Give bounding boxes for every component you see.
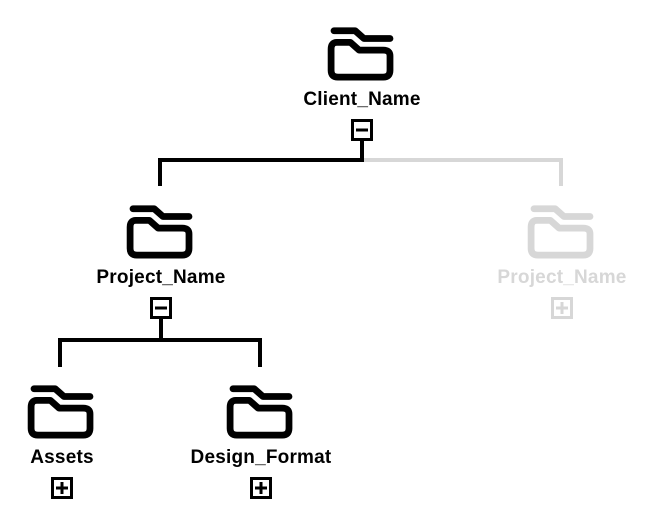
- connector-elbow-assets: [58, 338, 62, 367]
- collapse-minus-box-icon[interactable]: [150, 297, 172, 319]
- connector-rail-level2: [58, 338, 262, 342]
- connector-elbow-project-right-inactive: [559, 158, 563, 186]
- collapse-minus-box-icon[interactable]: [351, 119, 373, 141]
- tree-node-client-name: Client_Name: [277, 25, 447, 141]
- minus-glyph: [155, 306, 167, 310]
- expand-plus-box-icon[interactable]: [250, 477, 272, 499]
- connector-project-stem: [159, 319, 163, 342]
- minus-glyph: [356, 128, 368, 132]
- expand-plus-box-icon[interactable]: [551, 297, 573, 319]
- connector-client-stem: [360, 141, 364, 162]
- connector-rail-left: [158, 158, 364, 162]
- folder-icon: [527, 203, 597, 259]
- node-label: Project_Name: [497, 267, 627, 288]
- expand-plus-box-icon[interactable]: [51, 477, 73, 499]
- tree-node-project-name-left: Project_Name: [76, 203, 246, 319]
- connector-rail-right-inactive: [364, 158, 563, 162]
- folder-icon: [126, 203, 196, 259]
- connector-elbow-project-left: [158, 158, 162, 186]
- tree-node-assets: Assets: [0, 383, 147, 499]
- tree-node-project-name-right-inactive: Project_Name: [477, 203, 647, 319]
- plus-glyph: [560, 302, 564, 314]
- plus-glyph: [60, 482, 64, 494]
- plus-glyph: [259, 482, 263, 494]
- folder-icon: [27, 383, 97, 439]
- node-label: Design_Format: [190, 447, 332, 468]
- folder-icon: [226, 383, 296, 439]
- node-label: Assets: [30, 447, 94, 468]
- node-label: Project_Name: [96, 267, 226, 288]
- connector-elbow-design-format: [258, 338, 262, 367]
- tree-node-design-format: Design_Format: [176, 383, 346, 499]
- folder-icon: [327, 25, 397, 81]
- node-label: Client_Name: [303, 89, 421, 110]
